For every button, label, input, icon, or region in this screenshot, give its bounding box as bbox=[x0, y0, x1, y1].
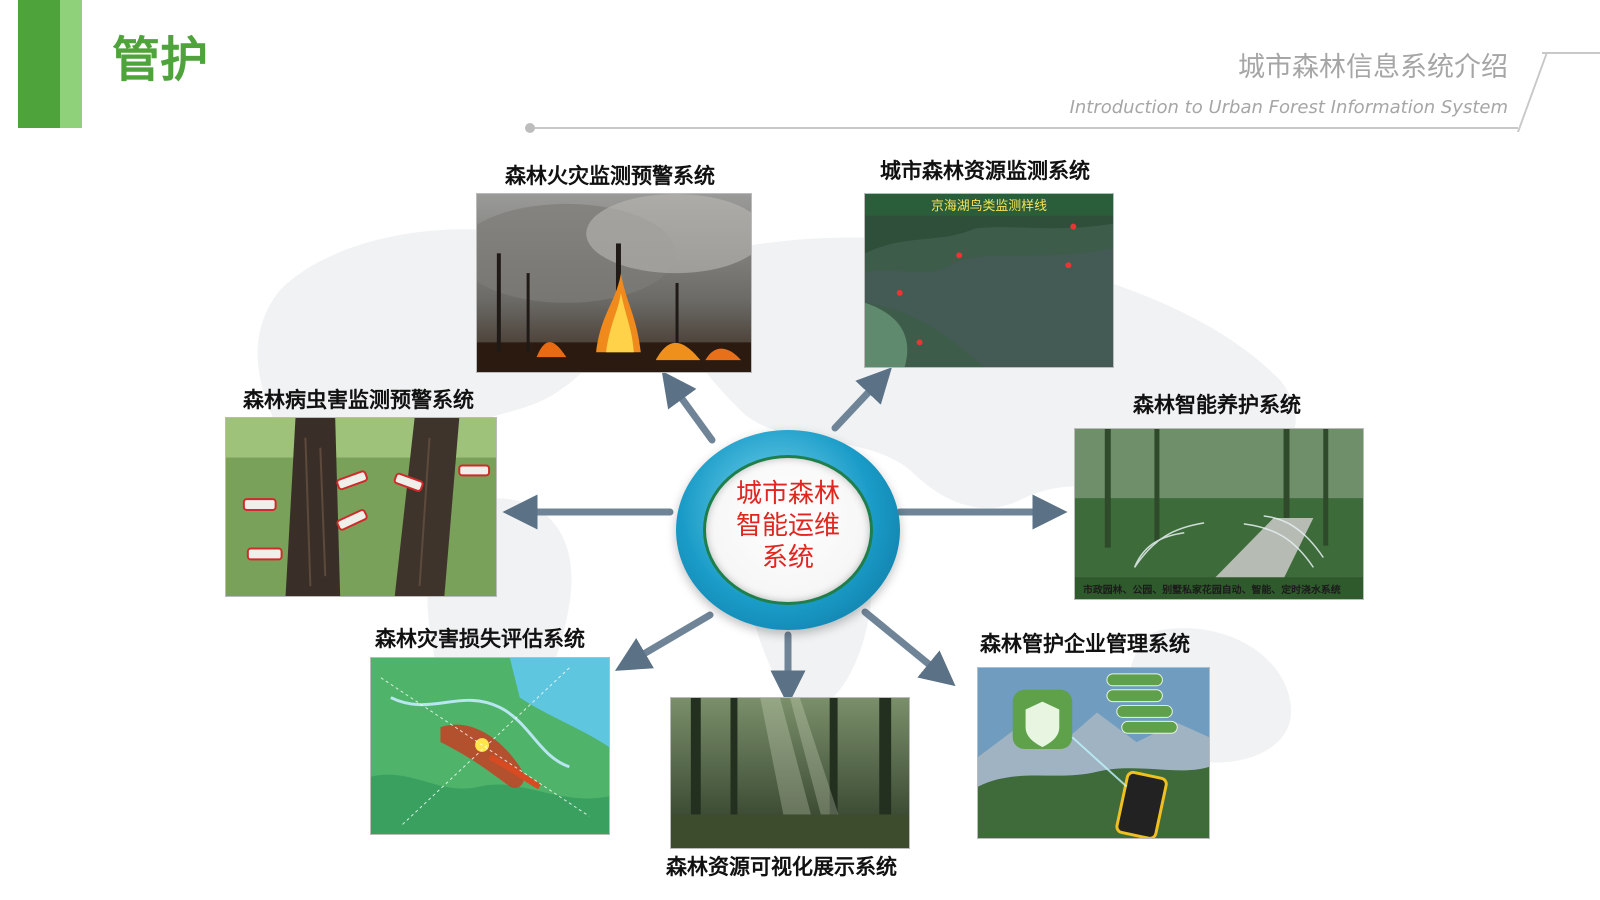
node-label-visualization: 森林资源可视化展示系统 bbox=[666, 855, 897, 879]
disaster-map bbox=[370, 657, 610, 835]
visualization-photo bbox=[670, 697, 910, 849]
hub-line-3: 系统 bbox=[761, 543, 814, 573]
node-label-disaster: 森林灾害损失评估系统 bbox=[375, 627, 585, 651]
arrow-to-resource-monitor bbox=[831, 367, 892, 432]
node-label-fire: 森林火灾监测预警系统 bbox=[505, 164, 715, 188]
arrow-to-fire bbox=[661, 370, 716, 444]
smart-care-photo: 市政园林、公园、别墅私家花园自动、智能、定时浇水系统 bbox=[1074, 428, 1364, 600]
header-slant-top-line bbox=[1542, 52, 1600, 54]
hub-core bbox=[703, 455, 873, 605]
page-title: 管护 bbox=[112, 32, 209, 88]
accent-bar bbox=[18, 0, 60, 128]
arrow-to-disaster bbox=[614, 611, 714, 671]
header-divider bbox=[530, 127, 1518, 129]
header-divider-dot bbox=[525, 123, 535, 133]
resource-monitor-caption: 京海湖鸟类监测样线 bbox=[931, 198, 1047, 214]
pest-photo bbox=[225, 417, 497, 597]
deck-subtitle: Introduction to Urban Forest Information… bbox=[1069, 97, 1508, 118]
node-label-pest: 森林病虫害监测预警系统 bbox=[243, 388, 474, 412]
deck-title: 城市森林信息系统介绍 bbox=[1238, 52, 1508, 83]
hub-line-2: 智能运维 bbox=[735, 511, 840, 541]
resource-monitor-map: 京海湖鸟类监测样线 bbox=[864, 193, 1114, 368]
smart-care-caption: 市政园林、公园、别墅私家花园自动、智能、定时浇水系统 bbox=[1083, 583, 1341, 596]
node-label-enterprise: 森林管护企业管理系统 bbox=[980, 632, 1190, 656]
hub-line-1: 城市森林 bbox=[735, 479, 840, 509]
arrow-to-enterprise bbox=[861, 608, 956, 687]
fire-photo bbox=[476, 193, 752, 373]
hub-label: 城市森林 智能运维 系统 bbox=[703, 478, 873, 574]
node-label-smart-care: 森林智能养护系统 bbox=[1133, 393, 1301, 417]
node-label-resource-monitor: 城市森林资源监测系统 bbox=[880, 159, 1090, 183]
accent-bar-light bbox=[60, 0, 82, 128]
enterprise-photo bbox=[977, 667, 1210, 839]
